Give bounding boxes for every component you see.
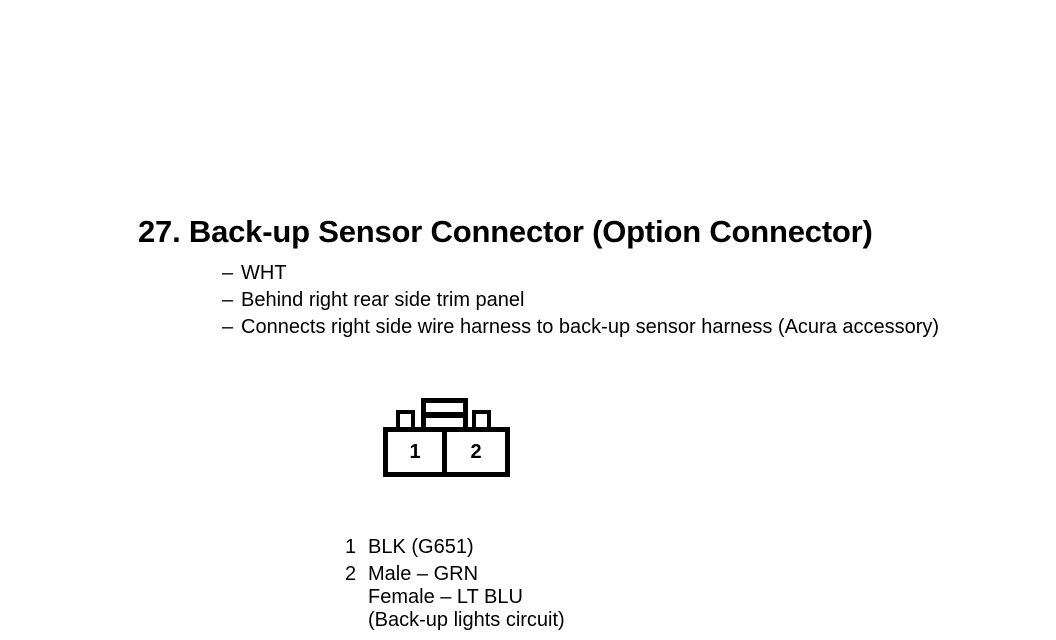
note-text: Behind right rear side trim panel [241,289,525,311]
connector-latch [421,398,468,427]
pin-description-line: (Back-up lights circuit) [368,609,565,631]
pin-row: 2 Male – GRN Female – LT BLU (Back-up li… [345,563,565,632]
note-dash: – [222,316,234,338]
connector-divider [442,432,447,472]
note-dash: – [222,262,234,284]
pin-number: 1 [345,536,357,558]
cavity-number: 1 [409,440,421,463]
pin-number: 2 [345,563,357,585]
pin-description: BLK (G651) [368,536,474,559]
connector-cavity-2: 2 [447,432,505,472]
connector-tab-right [472,410,491,427]
connector-body: 1 2 [383,427,510,477]
connector-latch-bar [426,412,463,418]
pin-row: 1 BLK (G651) [345,536,565,559]
notes-list: – WHT – Behind right rear side trim pane… [222,260,939,341]
note-text: Connects right side wire harness to back… [241,316,940,338]
connector-tab-left [396,410,415,427]
connector-diagram: 1 2 [383,398,510,477]
note-item: – WHT [222,260,939,287]
note-dash: – [222,289,234,311]
pin-table: 1 BLK (G651) 2 Male – GRN Female – LT BL… [345,536,565,636]
pin-description-line: Female – LT BLU [368,586,523,608]
pin-description-line: BLK (G651) [368,536,474,558]
section-title: 27. Back-up Sensor Connector (Option Con… [138,214,873,249]
pin-description: Male – GRN Female – LT BLU (Back-up ligh… [368,563,565,632]
note-item: – Connects right side wire harness to ba… [222,314,939,341]
pin-description-line: Male – GRN [368,563,479,585]
note-item: – Behind right rear side trim panel [222,287,939,314]
connector-cavity-1: 1 [388,432,442,472]
cavity-number: 2 [470,440,482,463]
note-text: WHT [241,262,287,284]
